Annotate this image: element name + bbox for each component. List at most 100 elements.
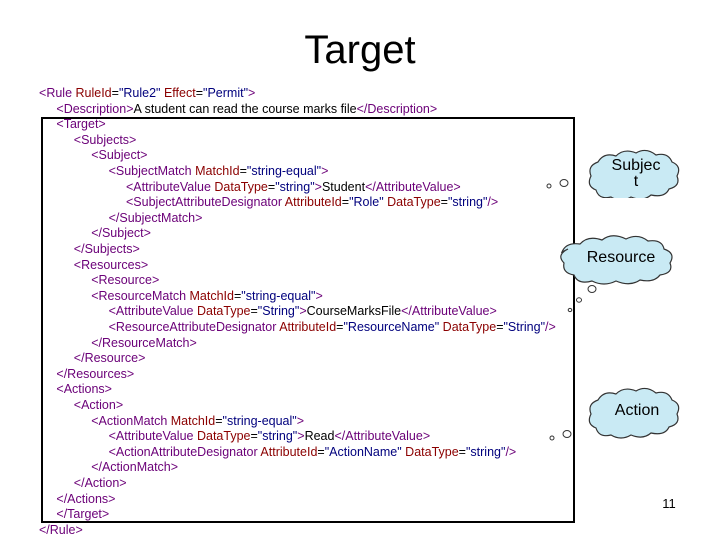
xml-token-tag: <ResourceAttributeDesignator (108, 320, 280, 334)
xml-token-value: "string" (447, 195, 488, 210)
xml-token-tag: <ActionMatch (91, 413, 171, 428)
xml-token-text: CourseMarksFile (306, 304, 402, 319)
xml-line: </ActionMatch> (91, 460, 178, 475)
xml-line: </Target> (56, 507, 109, 522)
xml-token-value: "ResourceName" (343, 320, 440, 334)
xml-line: <Resources> (74, 258, 148, 273)
xml-token-tag: /> (545, 320, 556, 334)
xml-token-attribute: DataType (401, 444, 459, 459)
xml-token-tag: <Subject> (91, 148, 148, 163)
subject-label-line2: t (633, 173, 639, 190)
xml-token-tag: > (248, 86, 256, 100)
xml-line: <AttributeValue DataType="string">Studen… (126, 180, 461, 195)
xml-token-value: "string" (275, 179, 315, 194)
xml-token-tag: </Actions> (56, 491, 116, 506)
subject-label-line1: Subjec (611, 157, 661, 174)
xml-line: <Rule RuleId="Rule2" Effect="Permit"> (39, 86, 255, 101)
xml-line: <ResourceAttributeDesignator AttributeId… (109, 320, 556, 335)
xml-token-tag: </Description> (356, 101, 438, 116)
xml-token-attribute: MatchId (189, 288, 234, 303)
xml-line: <ActionAttributeDesignator AttributeId="… (109, 445, 517, 460)
action-callout-label: Action (614, 402, 660, 419)
xml-token-tag: <Resources> (73, 257, 149, 272)
xml-line: </Rule> (39, 523, 83, 538)
xml-token-attribute: RuleId (75, 86, 112, 100)
xml-token-text: = (317, 444, 325, 459)
xml-token-value: "String" (257, 304, 300, 319)
xml-token-tag: </AttributeValue> (334, 429, 431, 444)
xml-line: <Resource> (91, 273, 159, 288)
xml-token-attribute: Effect (160, 86, 196, 100)
xml-line: </ResourceMatch> (91, 336, 197, 351)
xml-token-attribute: DataType (439, 320, 497, 334)
xml-token-attribute: MatchId (195, 164, 240, 178)
xml-token-tag: <Resource> (91, 273, 160, 288)
subject-callout-label: Subjec t (596, 157, 676, 190)
xml-token-tag: /> (487, 195, 499, 210)
xml-line: </Action> (74, 476, 127, 491)
xml-token-tag: <SubjectAttributeDesignator (126, 195, 285, 210)
xml-token-attribute: AttributeId (284, 195, 342, 210)
xml-token-tag: <AttributeValue (108, 429, 197, 444)
xml-token-tag: > (296, 413, 305, 428)
xml-token-attribute: MatchId (170, 413, 216, 428)
xml-line: <Target> (56, 117, 105, 132)
xml-token-tag: > (297, 429, 305, 444)
xml-token-tag: </AttributeValue> (365, 179, 461, 194)
xml-token-attribute: DataType (383, 195, 441, 210)
xml-token-tag: > (321, 164, 329, 178)
xml-token-value: "ActionName" (324, 444, 402, 459)
xml-token-attribute: AttributeId (260, 444, 318, 459)
xml-line: <Action> (74, 398, 123, 413)
xml-line: </Resource> (74, 351, 146, 366)
xml-token-tag: </Subjects> (73, 242, 140, 256)
xml-line: </SubjectMatch> (109, 211, 203, 226)
xml-token-tag: </SubjectMatch> (108, 210, 203, 225)
xml-token-tag: </Resources> (56, 366, 135, 381)
page-number: 11 (662, 496, 676, 511)
xml-token-text: = (440, 195, 448, 210)
xml-token-text: = (267, 179, 276, 194)
xml-token-value: "string" (257, 429, 298, 444)
xml-token-tag: <Subjects> (73, 132, 137, 147)
xml-token-text: = (250, 429, 258, 444)
xml-token-tag: /> (505, 444, 517, 459)
xml-line: <Subject> (91, 148, 147, 163)
xml-token-tag: </Resource> (73, 351, 146, 366)
xml-token-attribute: DataType (214, 179, 268, 194)
xml-token-value: "string-equal" (222, 413, 297, 428)
xml-token-tag: </Subject> (91, 226, 151, 241)
xml-token-tag: <ActionAttributeDesignator (108, 444, 261, 459)
xml-token-tag: <Actions> (56, 382, 112, 397)
xml-token-tag: > (315, 288, 323, 303)
xml-line: </Subjects> (74, 242, 140, 257)
xml-token-text: = (195, 86, 204, 100)
xml-token-text: = (458, 444, 466, 459)
xml-token-value: "Rule2" (118, 86, 161, 100)
xml-line: <AttributeValue DataType="string">Read</… (109, 429, 431, 444)
xml-line: <Actions> (56, 382, 112, 397)
xml-token-tag: </ActionMatch> (91, 460, 179, 475)
xml-token-tag: <Description> (56, 101, 134, 116)
xml-token-tag: </Action> (73, 476, 127, 490)
xml-token-text: = (233, 288, 242, 303)
xml-line: <SubjectMatch MatchId="string-equal"> (109, 164, 329, 179)
xml-token-value: "string" (465, 444, 506, 459)
xml-line: </Actions> (56, 492, 115, 507)
xml-token-text: = (250, 304, 258, 319)
xml-token-text: = (215, 413, 223, 428)
resource-callout-label: Resource (586, 249, 656, 266)
xml-token-value: "String" (503, 320, 546, 334)
xml-line: </Resources> (56, 367, 134, 382)
xml-token-tag: <AttributeValue (108, 304, 197, 319)
xml-token-tag: <AttributeValue (126, 179, 215, 194)
xml-token-tag: < (39, 86, 47, 100)
xml-token-value: "Permit" (203, 86, 249, 100)
xml-line: </Subject> (91, 226, 151, 241)
xml-token-text: Read (304, 429, 335, 444)
xml-token-tag: <Target> (56, 117, 106, 132)
xml-token-tag: > (314, 179, 322, 194)
xml-line: <Description>A student can read the cour… (56, 102, 437, 117)
xml-token-tag: </Target> (56, 507, 110, 522)
